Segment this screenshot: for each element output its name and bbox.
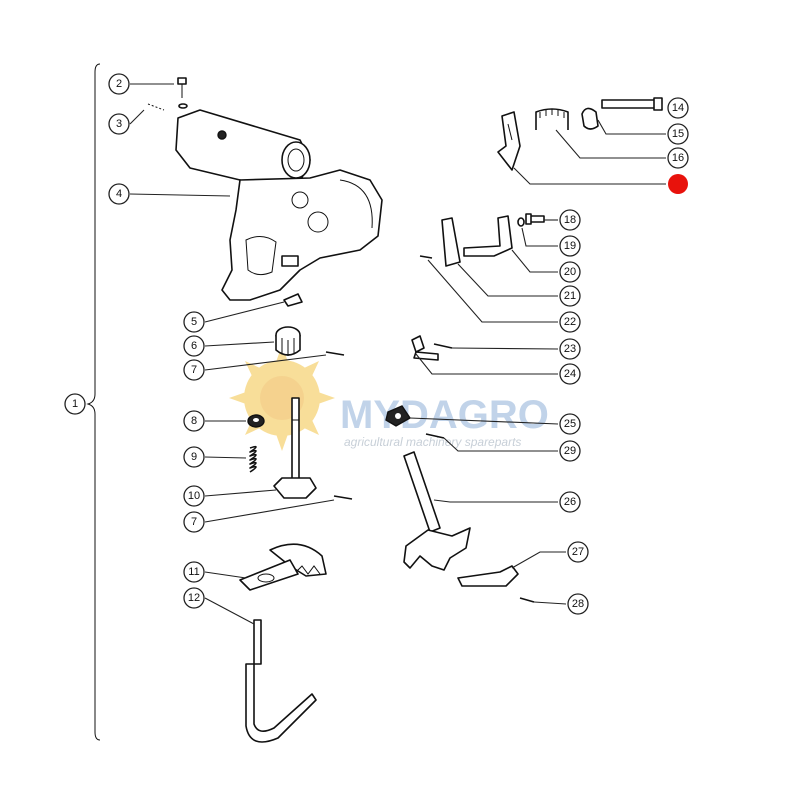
part-pin-7b bbox=[333, 495, 353, 500]
svg-text:16: 16 bbox=[672, 152, 684, 164]
part-pin-7a bbox=[325, 351, 345, 356]
callout-7a: 7 bbox=[183, 359, 205, 381]
callout-16: 16 bbox=[667, 147, 689, 169]
part-bolt-14 bbox=[601, 97, 663, 111]
part-lever-11 bbox=[239, 543, 327, 591]
group-bracket bbox=[86, 63, 101, 741]
callout-22: 22 bbox=[559, 311, 581, 333]
svg-text:23: 23 bbox=[564, 343, 576, 355]
watermark-tagline: agricultural machinery spareparts bbox=[344, 435, 521, 449]
part-pin-28 bbox=[519, 597, 535, 603]
part-lever-24 bbox=[411, 335, 439, 361]
callout-26: 26 bbox=[559, 491, 581, 513]
callout-28: 28 bbox=[567, 593, 589, 615]
svg-text:5: 5 bbox=[191, 316, 197, 328]
callout-9: 9 bbox=[183, 446, 205, 468]
callout-20: 20 bbox=[559, 261, 581, 283]
svg-text:24: 24 bbox=[564, 368, 576, 380]
svg-text:29: 29 bbox=[564, 445, 576, 457]
callout-7b: 7 bbox=[183, 511, 205, 533]
part-nut-25 bbox=[385, 405, 411, 427]
callout-4: 4 bbox=[108, 183, 130, 205]
part-arm-27 bbox=[457, 565, 519, 587]
part-shaft-26 bbox=[403, 451, 471, 571]
callout-3: 3 bbox=[108, 113, 130, 135]
callout-23: 23 bbox=[559, 338, 581, 360]
callout-1: 1 bbox=[64, 393, 86, 415]
part-shaft-10 bbox=[273, 397, 317, 499]
svg-text:28: 28 bbox=[572, 598, 584, 610]
watermark-brand: MYDAGRO bbox=[340, 393, 549, 437]
svg-text:10: 10 bbox=[188, 490, 200, 502]
svg-text:1: 1 bbox=[72, 398, 78, 410]
part-nut-8 bbox=[247, 414, 265, 428]
svg-text:9: 9 bbox=[191, 451, 197, 463]
leader-lines bbox=[129, 83, 666, 625]
callout-2: 2 bbox=[108, 73, 130, 95]
part-washer-19 bbox=[517, 217, 525, 227]
svg-text:19: 19 bbox=[564, 240, 576, 252]
callout-5: 5 bbox=[183, 311, 205, 333]
part-screw-18 bbox=[525, 213, 545, 225]
part-pin-29 bbox=[425, 433, 445, 439]
svg-text:22: 22 bbox=[564, 316, 576, 328]
highlight-marker bbox=[668, 174, 688, 194]
part-gear-6 bbox=[275, 326, 301, 356]
part-bolt-2 bbox=[177, 77, 188, 109]
part-bracket-20 bbox=[463, 215, 513, 257]
callout-19: 19 bbox=[559, 235, 581, 257]
part-housing-4 bbox=[175, 109, 383, 301]
svg-text:20: 20 bbox=[564, 266, 576, 278]
svg-text:3: 3 bbox=[116, 118, 122, 130]
part-plate-5 bbox=[283, 293, 303, 307]
svg-text:21: 21 bbox=[564, 290, 576, 302]
callout-18: 18 bbox=[559, 209, 581, 231]
part-pin-23 bbox=[433, 343, 453, 349]
callout-29: 29 bbox=[559, 440, 581, 462]
part-screw-22 bbox=[419, 255, 433, 259]
callout-10: 10 bbox=[183, 485, 205, 507]
part-pin-3 bbox=[147, 103, 165, 111]
part-hook-12 bbox=[245, 619, 317, 743]
svg-text:4: 4 bbox=[116, 188, 122, 200]
callout-6: 6 bbox=[183, 335, 205, 357]
svg-text:25: 25 bbox=[564, 418, 576, 430]
callout-12: 12 bbox=[183, 587, 205, 609]
part-washer-15 bbox=[581, 107, 599, 130]
callout-24: 24 bbox=[559, 363, 581, 385]
callout-27: 27 bbox=[567, 541, 589, 563]
part-plate-21 bbox=[441, 217, 461, 267]
svg-text:14: 14 bbox=[672, 102, 684, 114]
callout-21: 21 bbox=[559, 285, 581, 307]
svg-text:2: 2 bbox=[116, 78, 122, 90]
part-spring-9 bbox=[249, 445, 257, 473]
svg-text:18: 18 bbox=[564, 214, 576, 226]
svg-text:11: 11 bbox=[188, 566, 199, 578]
callout-15: 15 bbox=[667, 123, 689, 145]
svg-text:6: 6 bbox=[191, 340, 197, 352]
callout-14: 14 bbox=[667, 97, 689, 119]
callout-25: 25 bbox=[559, 413, 581, 435]
svg-text:8: 8 bbox=[191, 415, 197, 427]
callout-8: 8 bbox=[183, 410, 205, 432]
svg-text:26: 26 bbox=[564, 496, 576, 508]
svg-text:12: 12 bbox=[188, 592, 200, 604]
svg-text:7: 7 bbox=[191, 364, 197, 376]
part-bracket-highlighted bbox=[497, 111, 521, 171]
svg-text:27: 27 bbox=[572, 546, 584, 558]
callout-11: 11 bbox=[183, 561, 205, 583]
svg-text:7: 7 bbox=[191, 516, 197, 528]
part-spring-16 bbox=[535, 108, 569, 130]
svg-text:15: 15 bbox=[672, 128, 684, 140]
